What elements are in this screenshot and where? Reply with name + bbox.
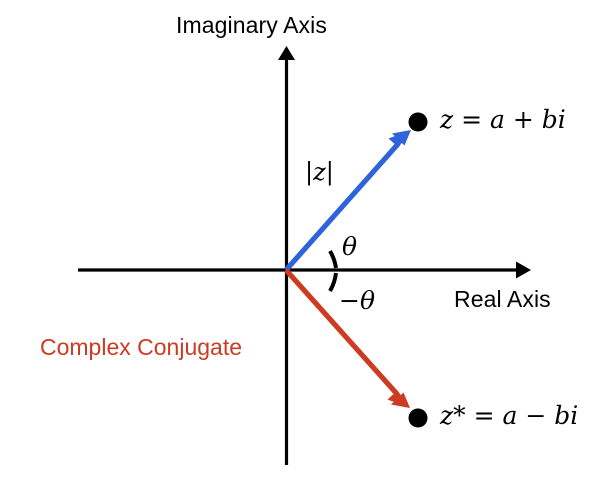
point-z-label: z = a + bi [440, 105, 566, 134]
negative-theta-label: −θ [339, 286, 375, 315]
imaginary-axis-title: Imaginary Axis [176, 12, 327, 38]
real-axis-title: Real Axis [454, 286, 551, 312]
point-z-conjugate-label: z* = a − bi [440, 401, 579, 430]
theta-label: θ [342, 232, 358, 261]
imaginary-axis-line [278, 46, 295, 465]
modulus-label: |z| [305, 158, 334, 186]
point-z-conjugate-marker [408, 408, 428, 428]
neg-theta-arc [328, 272, 338, 292]
z-conjugate-vector [284, 268, 410, 408]
complex-conjugate-caption: Complex Conjugate [40, 334, 243, 360]
point-z-marker [408, 112, 428, 132]
theta-arc [328, 249, 338, 269]
real-axis-line [78, 261, 531, 279]
z-vector [284, 130, 411, 272]
